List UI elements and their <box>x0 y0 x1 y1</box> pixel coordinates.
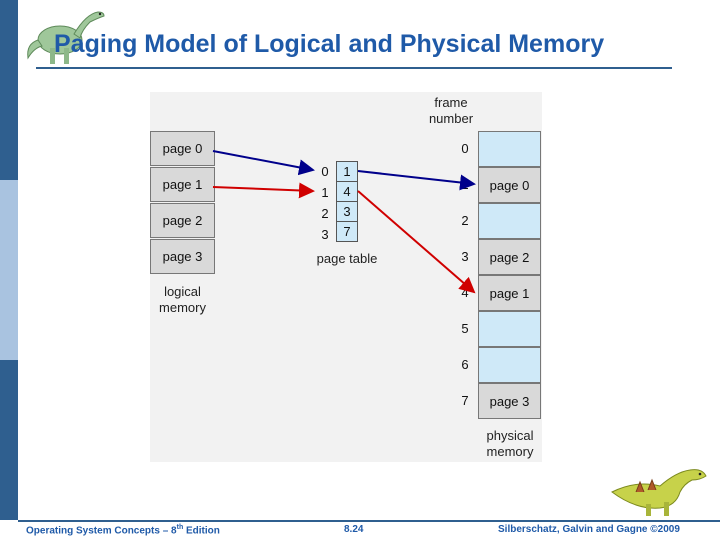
footer-slide-number: 8.24 <box>344 524 364 535</box>
page-table-index-3: 3 <box>321 227 329 242</box>
sidebar-strip-middle <box>0 180 18 360</box>
logical-memory-label-line1: logical <box>164 284 201 299</box>
physical-memory-label-line2: memory <box>486 444 534 459</box>
footer-copyright: Silberschatz, Galvin and Gagne ©2009 <box>498 524 680 535</box>
frame-number-3: 3 <box>461 249 469 264</box>
title-divider <box>36 67 672 69</box>
page-table-index-2: 2 <box>321 206 329 221</box>
physical-frame-1: page 0 <box>478 167 541 203</box>
logical-memory-label-line2: memory <box>159 300 206 315</box>
physical-frame-4: page 1 <box>478 275 541 311</box>
footer-book-title: Operating System Concepts – 8th Edition <box>26 524 220 537</box>
physical-frame-0 <box>478 131 541 167</box>
frame-number-5: 5 <box>461 321 469 336</box>
sidebar-strip-top <box>0 0 18 180</box>
logical-page-1: page 1 <box>150 167 215 202</box>
logical-page-3: page 3 <box>150 239 215 274</box>
sidebar-strip-bottom <box>0 360 18 520</box>
frame-number-2: 2 <box>461 213 469 228</box>
slide-title: Paging Model of Logical and Physical Mem… <box>54 30 605 58</box>
frame-number-6: 6 <box>461 357 469 372</box>
footer-divider <box>18 520 720 522</box>
arrow-table1-to-frame4 <box>357 190 476 294</box>
frame-number-7: 7 <box>461 393 469 408</box>
page-table-index-0: 0 <box>321 164 329 179</box>
arrow-table0-to-frame1 <box>357 170 476 191</box>
frame-number-header-line1: frame <box>434 95 468 110</box>
physical-frame-6 <box>478 347 541 383</box>
physical-frame-5 <box>478 311 541 347</box>
page-table-label: page table <box>316 251 378 266</box>
physical-frame-7: page 3 <box>478 383 541 419</box>
logical-page-2: page 2 <box>150 203 215 238</box>
figure-background <box>150 92 542 462</box>
arrow-page1-to-table <box>212 182 315 199</box>
dinosaur-logo-icon <box>27 11 105 64</box>
page-table-index-1: 1 <box>321 185 329 200</box>
physical-frame-3: page 2 <box>478 239 541 275</box>
physical-frame-2 <box>478 203 541 239</box>
logical-page-0: page 0 <box>150 131 215 166</box>
frame-number-0: 0 <box>461 141 469 156</box>
physical-memory-label-line1: physical <box>486 428 534 443</box>
dinosaur-mascot-icon <box>611 469 707 516</box>
frame-number-header-line2: number <box>428 111 474 126</box>
page-table-entry-3: 7 <box>336 221 358 242</box>
arrow-page0-to-table <box>212 150 315 176</box>
